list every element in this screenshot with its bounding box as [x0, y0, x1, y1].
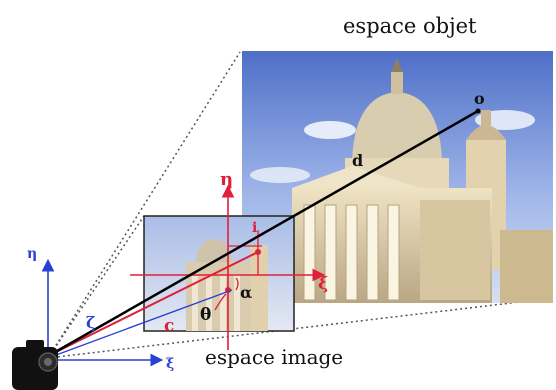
label-xi-blue: ξ [166, 356, 174, 372]
label-zeta: ζ [86, 313, 95, 332]
object-ray-d [49, 109, 479, 357]
label-theta: θ [200, 305, 211, 325]
object-space-title: espace objet [343, 14, 477, 38]
image-point-marker [255, 249, 261, 255]
image-space-photo [143, 215, 295, 332]
camera-zeta-axis [47, 289, 233, 359]
label-d: d [352, 151, 363, 170]
image-point-ray [49, 251, 259, 356]
label-alpha: α [240, 283, 252, 302]
label-eta-red: η [220, 169, 233, 190]
label-i: i [252, 220, 257, 236]
object-point-marker [475, 108, 481, 114]
image-axes [49, 184, 326, 356]
theta-arc [214, 293, 227, 311]
label-eta-blue: η [27, 246, 37, 262]
camera-axes [41, 258, 233, 367]
view-frustum [47, 51, 554, 359]
label-xi-red: ξ [318, 274, 328, 294]
camera-icon [12, 340, 58, 390]
image-space-title: espace image [205, 345, 344, 369]
label-o: o [474, 89, 485, 108]
alpha-arc [235, 277, 239, 291]
label-c: c [164, 316, 174, 336]
